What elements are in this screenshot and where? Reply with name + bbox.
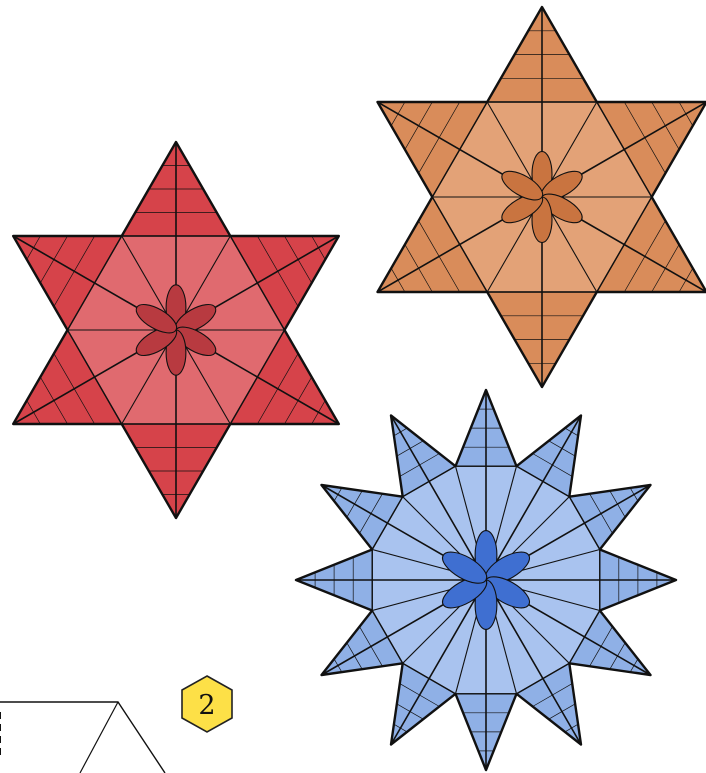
blue-twelve-pointed-star (296, 390, 676, 770)
orange-six-pointed-star (378, 7, 706, 387)
step-badge: 2 (182, 676, 232, 732)
partial-fold-diagram (0, 702, 165, 773)
step-number: 2 (198, 690, 215, 721)
red-six-pointed-star (13, 142, 339, 518)
